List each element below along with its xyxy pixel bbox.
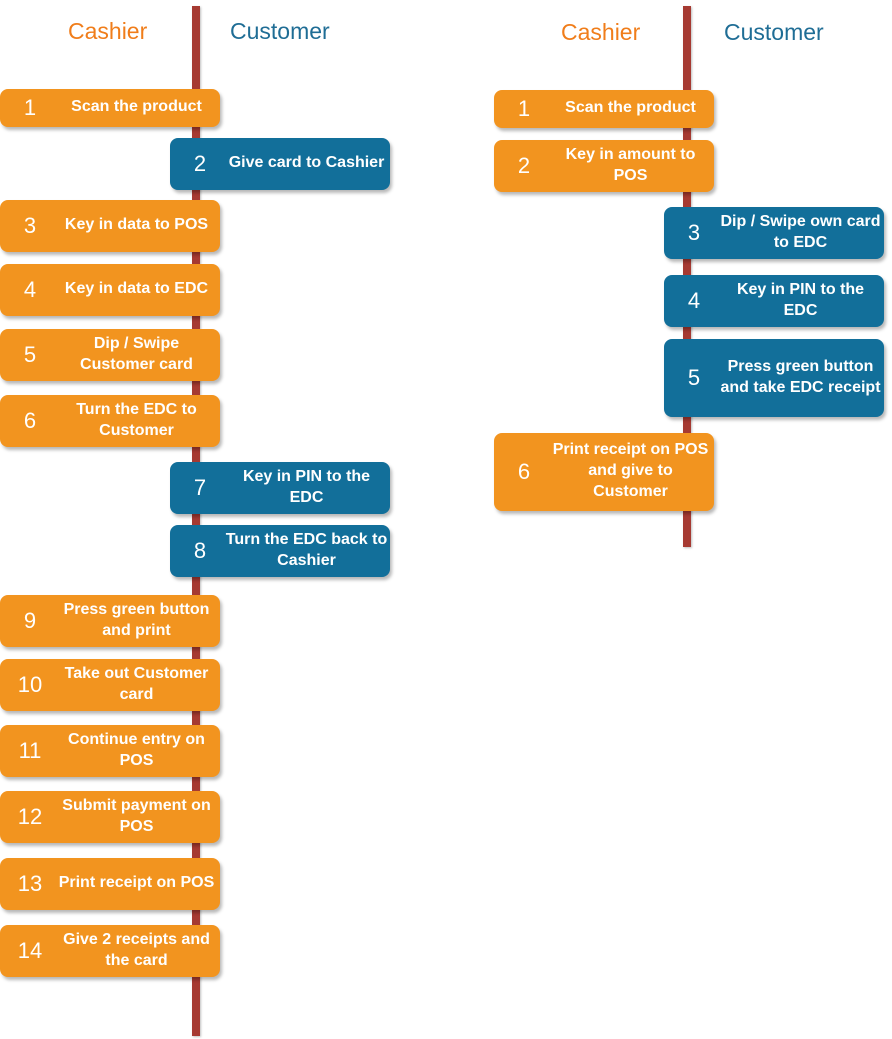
step-text: Key in PIN to the EDC	[736, 280, 865, 319]
left-cashier-heading: Cashier	[68, 18, 148, 44]
step-text: Key in amount to POS	[565, 145, 696, 184]
step-number: 13	[17, 871, 43, 896]
step-text: Give 2 receipts and the card	[63, 930, 210, 969]
step-number: 8	[193, 538, 207, 563]
left-step-11: 11 Continue entry on POS	[0, 725, 220, 777]
step-text: Take out Customer card	[64, 664, 209, 703]
step-number: 11	[18, 738, 42, 763]
left-step-10: 10 Take out Customer card	[0, 659, 220, 711]
step-number: 7	[193, 475, 207, 500]
step-text: Print receipt on POS and give to Custome…	[552, 441, 709, 500]
step-text: Submit payment on POS	[62, 796, 211, 835]
left-step-5: 5 Dip / Swipe Customer card	[0, 329, 220, 381]
step-number: 1	[23, 95, 37, 120]
step-number: 12	[17, 804, 43, 829]
left-customer-heading: Customer	[230, 18, 330, 44]
step-number: 4	[687, 288, 701, 313]
step-number: 3	[23, 213, 37, 238]
right-step-5: 5 Press green button and take EDC receip…	[664, 339, 884, 417]
left-step-8: 8 Turn the EDC back to Cashier	[170, 525, 390, 577]
right-step-2: 2 Key in amount to POS	[494, 140, 714, 192]
left-step-9: 9 Press green button and print	[0, 595, 220, 647]
step-text: Scan the product	[71, 98, 202, 115]
left-step-6: 6 Turn the EDC to Customer	[0, 395, 220, 447]
step-number: 2	[193, 151, 207, 176]
left-step-12: 12 Submit payment on POS	[0, 791, 220, 843]
left-step-2: 2 Give card to Cashier	[170, 138, 390, 190]
step-text: Press green button and take EDC receipt	[720, 357, 881, 396]
left-step-3: 3 Key in data to POS	[0, 200, 220, 252]
step-number: 4	[23, 277, 37, 302]
right-step-1: 1 Scan the product	[494, 90, 714, 128]
left-step-1: 1 Scan the product	[0, 89, 220, 127]
right-customer-heading: Customer	[724, 19, 824, 45]
step-text: Dip / Swipe own card to EDC	[720, 212, 881, 251]
right-cashier-heading: Cashier	[561, 19, 641, 45]
left-step-4: 4 Key in data to EDC	[0, 264, 220, 316]
step-text: Turn the EDC to Customer	[76, 400, 197, 439]
right-step-3: 3 Dip / Swipe own card to EDC	[664, 207, 884, 259]
step-text: Key in data to EDC	[64, 280, 209, 297]
step-number: 3	[687, 220, 701, 245]
step-number: 6	[23, 408, 37, 433]
left-step-7: 7 Key in PIN to the EDC	[170, 462, 390, 514]
step-text: Key in PIN to the EDC	[242, 467, 371, 506]
step-number: 2	[517, 153, 531, 178]
step-text: Press green button and print	[63, 600, 210, 639]
step-number: 5	[23, 342, 37, 367]
step-number: 6	[517, 459, 531, 484]
step-text: Turn the EDC back to Cashier	[225, 530, 388, 569]
left-step-14: 14 Give 2 receipts and the card	[0, 925, 220, 977]
step-text: Scan the product	[565, 99, 696, 116]
left-step-13: 13 Print receipt on POS	[0, 858, 220, 910]
step-text: Print receipt on POS	[58, 874, 215, 891]
step-number: 9	[23, 608, 37, 633]
step-number: 1	[517, 96, 531, 121]
step-text: Continue entry on POS	[68, 730, 205, 769]
step-text: Key in data to POS	[64, 216, 209, 233]
left-timeline	[192, 6, 200, 1036]
right-step-6: 6 Print receipt on POS and give to Custo…	[494, 433, 714, 511]
step-number: 5	[687, 365, 701, 390]
step-number: 14	[17, 938, 43, 963]
right-step-4: 4 Key in PIN to the EDC	[664, 275, 884, 327]
step-number: 10	[17, 672, 43, 697]
step-text: Give card to Cashier	[228, 154, 385, 171]
step-text: Dip / Swipe Customer card	[80, 334, 193, 373]
